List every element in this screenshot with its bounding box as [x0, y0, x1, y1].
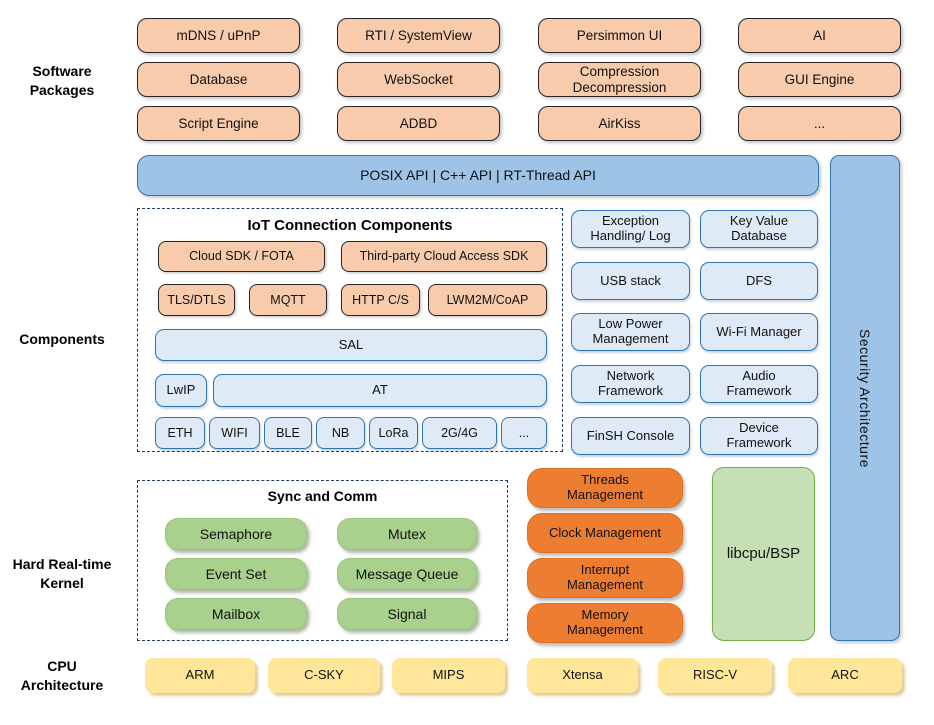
box-http-cs: HTTP C/S	[341, 284, 420, 316]
box-nb: NB	[316, 417, 365, 449]
box-cloud-sdk-fota: Cloud SDK / FOTA	[158, 241, 325, 272]
label-cpu-architecture: CPU Architecture	[20, 658, 104, 693]
box-mailbox: Mailbox	[165, 598, 307, 630]
security-architecture-bar: Security Architecture	[830, 155, 900, 641]
box-ble: BLE	[264, 417, 312, 449]
box-key-value-database: Key Value Database	[700, 210, 818, 248]
box-libcpu-bsp: libcpu/BSP	[712, 467, 815, 641]
box-semaphore: Semaphore	[165, 518, 307, 550]
box-gui-engine: GUI Engine	[738, 62, 901, 97]
box-threads-management: Threads Management	[527, 468, 683, 508]
box-lwip: LwIP	[155, 374, 207, 407]
box-device-framework: Device Framework	[700, 417, 818, 455]
box-third-party-sdk: Third-party Cloud Access SDK	[341, 241, 547, 272]
label-components: Components	[19, 331, 105, 347]
box-arm: ARM	[145, 658, 255, 693]
box-message-queue: Message Queue	[337, 558, 477, 590]
box-risc-v: RISC-V	[658, 658, 772, 693]
box-more-packages: ...	[738, 106, 901, 141]
box-clock-management: Clock Management	[527, 513, 683, 553]
box-compression-decompression: Compression Decompression	[538, 62, 701, 97]
box-usb-stack: USB stack	[571, 262, 690, 300]
box-sal: SAL	[155, 329, 547, 361]
box-ai: AI	[738, 18, 901, 53]
label-hard-realtime-kernel: Hard Real-time Kernel	[12, 556, 112, 591]
box-mips: MIPS	[392, 658, 505, 693]
box-interrupt-management: Interrupt Management	[527, 558, 683, 598]
box-rti-systemview: RTI / SystemView	[337, 18, 500, 53]
box-websocket: WebSocket	[337, 62, 500, 97]
box-persimmon-ui: Persimmon UI	[538, 18, 701, 53]
box-xtensa: Xtensa	[527, 658, 638, 693]
box-2g-4g: 2G/4G	[422, 417, 497, 449]
box-arc: ARC	[788, 658, 902, 693]
box-lora: LoRa	[369, 417, 418, 449]
box-mutex: Mutex	[337, 518, 477, 550]
box-event-set: Event Set	[165, 558, 307, 590]
iot-connection-frame	[137, 208, 563, 452]
api-bar: POSIX API | C++ API | RT-Thread API	[137, 155, 819, 196]
iot-connection-title: IoT Connection Components	[247, 217, 453, 234]
box-mdns-upnp: mDNS / uPnP	[137, 18, 300, 53]
box-memory-management: Memory Management	[527, 603, 683, 643]
box-c-sky: C-SKY	[268, 658, 380, 693]
box-more-links: ...	[501, 417, 547, 449]
box-wifi-manager: Wi-Fi Manager	[700, 313, 818, 351]
box-audio-framework: Audio Framework	[700, 365, 818, 403]
box-mqtt: MQTT	[249, 284, 327, 316]
box-airkiss: AirKiss	[538, 106, 701, 141]
box-wifi: WIFI	[209, 417, 260, 449]
box-tls-dtls: TLS/DTLS	[158, 284, 235, 316]
box-finsh-console: FinSH Console	[571, 417, 690, 455]
box-dfs: DFS	[700, 262, 818, 300]
box-adbd: ADBD	[337, 106, 500, 141]
box-signal: Signal	[337, 598, 477, 630]
box-network-framework: Network Framework	[571, 365, 690, 403]
box-script-engine: Script Engine	[137, 106, 300, 141]
box-at: AT	[213, 374, 547, 407]
sync-comm-frame	[137, 480, 508, 641]
sync-comm-title: Sync and Comm	[267, 488, 378, 504]
box-eth: ETH	[155, 417, 205, 449]
box-exception-handling-log: Exception Handling/ Log	[571, 210, 690, 248]
box-low-power-management: Low Power Management	[571, 313, 690, 351]
box-lwm2m-coap: LWM2M/CoAP	[428, 284, 547, 316]
box-database: Database	[137, 62, 300, 97]
label-software-packages: Software Packages	[29, 63, 95, 98]
